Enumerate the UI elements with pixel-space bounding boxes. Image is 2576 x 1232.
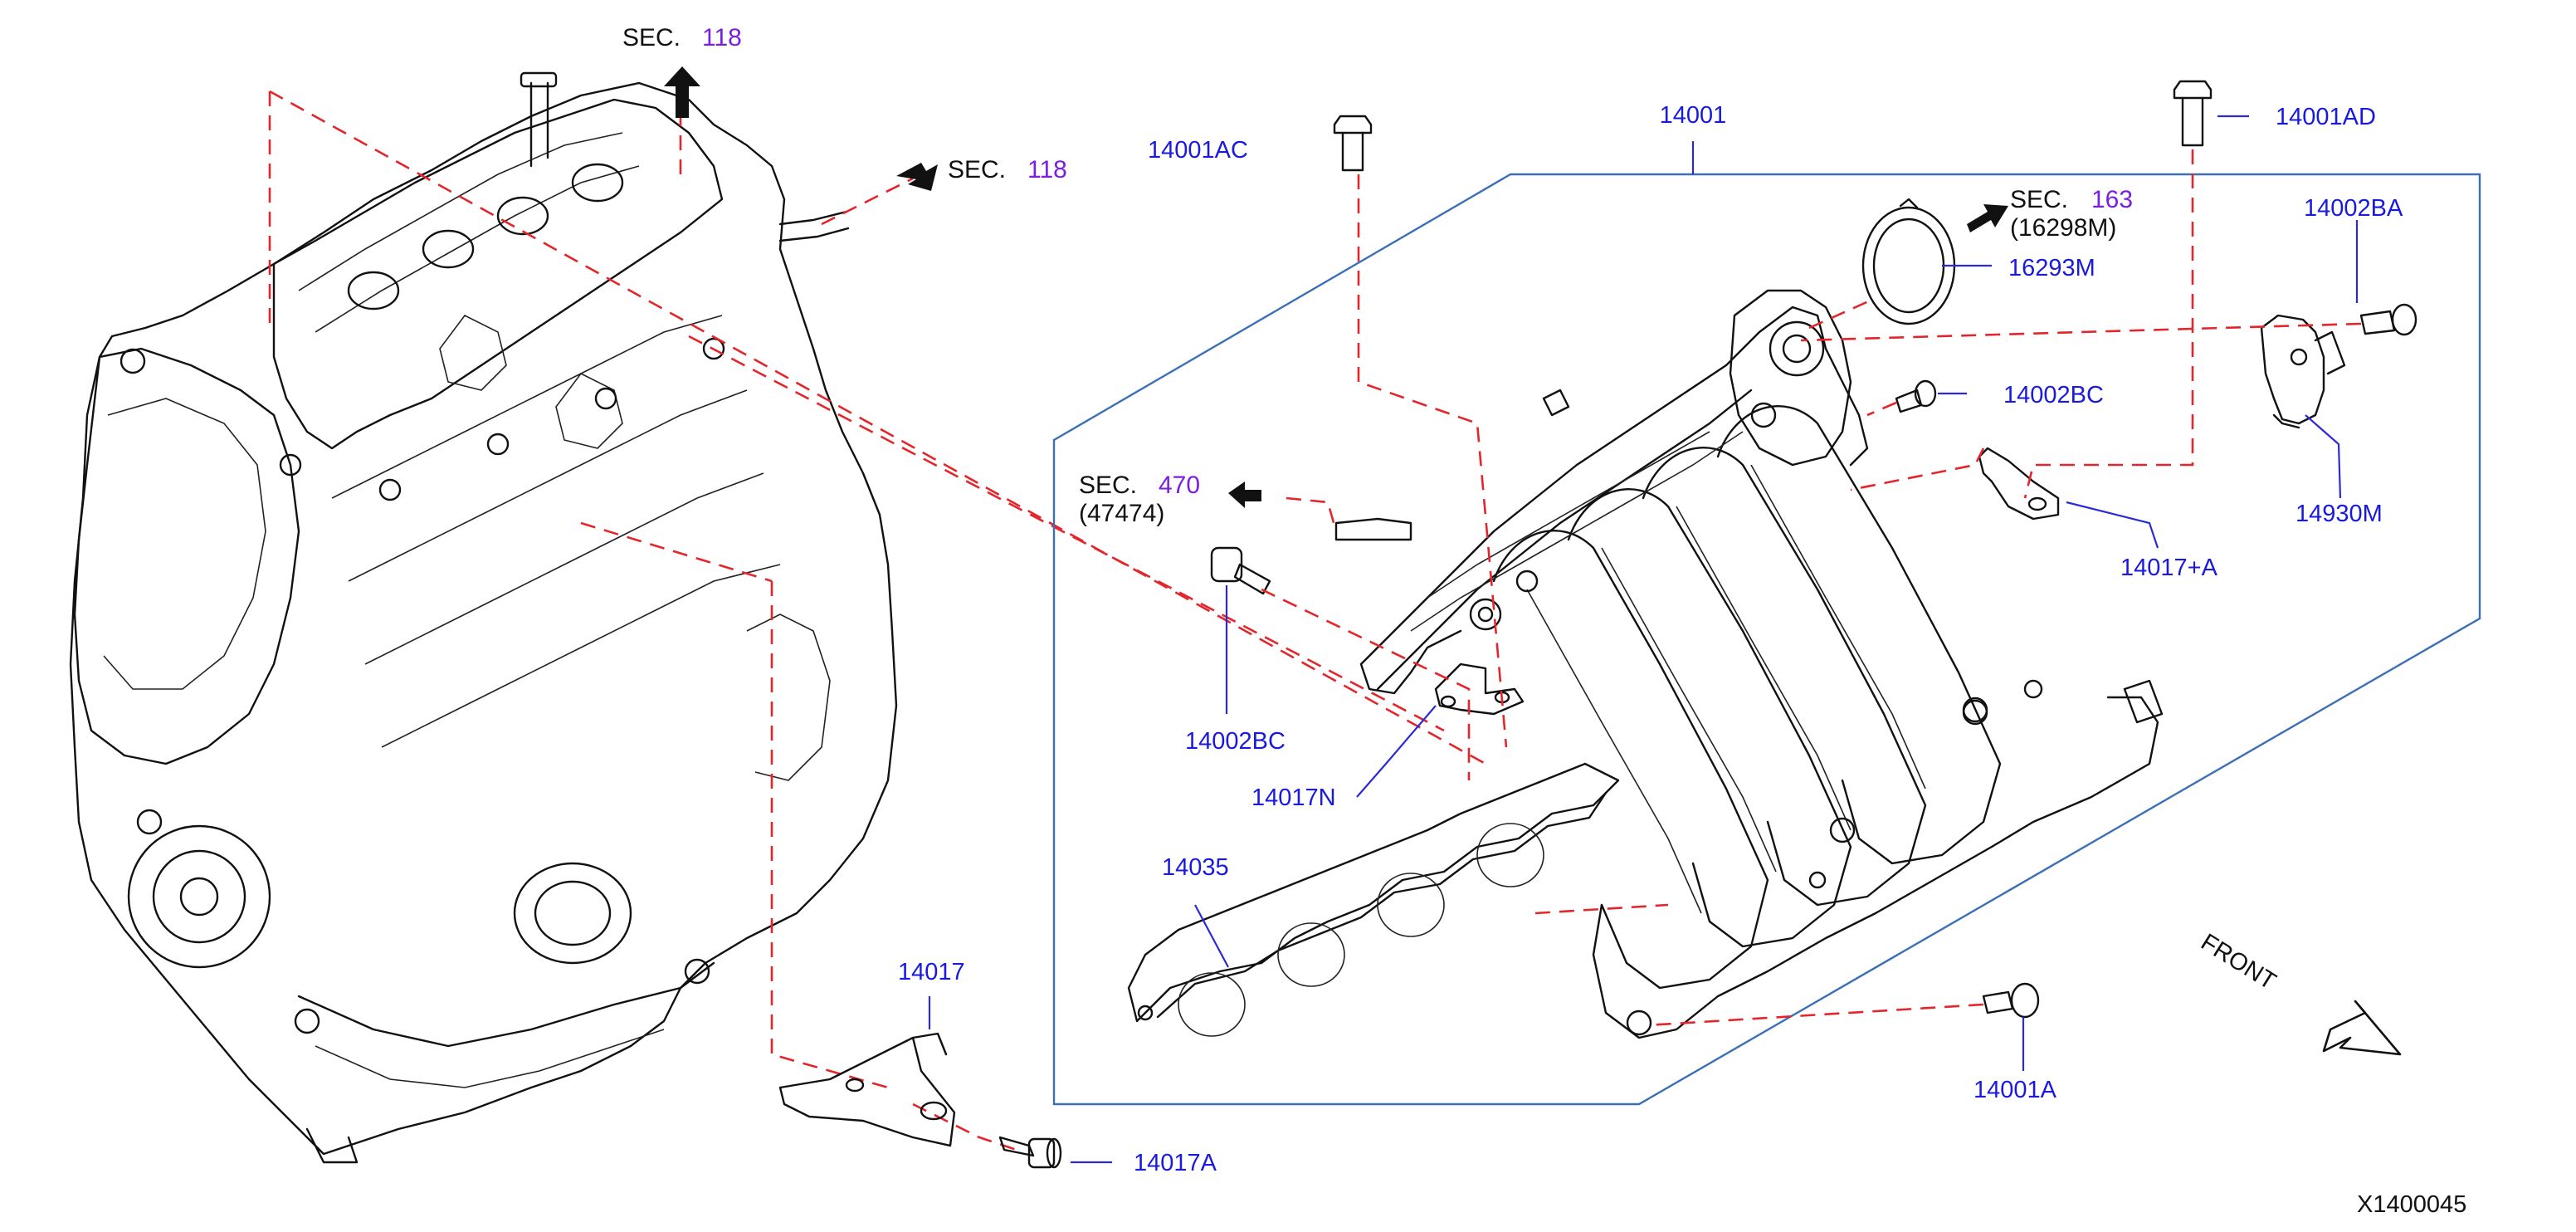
sec-prefix: SEC. [622,24,681,51]
bracket-14017N-illustration [1434,662,1525,716]
sec-reference-163[interactable]: SEC. 163 (16298M) [2010,186,2133,242]
engine-leader-lines [268,87,1486,1151]
bolt-14001AD-illustration [2173,80,2213,147]
label-14002BC-upper[interactable]: 14002BC [2003,382,2104,408]
label-14001AD[interactable]: 14001AD [2276,104,2376,130]
sec-prefix: SEC. [948,156,1006,183]
sec-reference-470[interactable]: SEC. 470 (47474) [1079,472,1200,527]
sec-number: 163 [2091,186,2133,213]
bolt-14001A-illustration [1982,982,2040,1019]
diagram-code: X1400045 [2357,1191,2466,1218]
assembly-frame [1052,173,2481,1106]
intake-manifold-illustration [1334,289,2164,1039]
label-14017A[interactable]: 14017A [1134,1150,1217,1176]
arrow-up-icon[interactable] [664,66,700,118]
arrow-right-icon[interactable] [896,163,938,191]
label-16293M[interactable]: 16293M [2008,255,2095,281]
engine-assembly-illustration [69,71,898,1164]
label-14017[interactable]: 14017 [898,959,965,985]
bolt-14001AC-illustration [1333,115,1373,172]
bracket-14017plusA-illustration [1978,447,2060,521]
sec-reference-118-right[interactable]: SEC. 118 [948,156,1067,183]
arrow-up-right-icon[interactable] [1967,204,2008,232]
bolt-14002BC-upper-illustration [1895,379,1937,413]
bolt-14002BC-lower-illustration [1210,546,1271,595]
gasket-14035-illustration [1127,762,1620,1037]
label-14035[interactable]: 14035 [1162,854,1229,881]
label-14001AC[interactable]: 14001AC [1148,137,1248,164]
bolt-14002BA-illustration [2359,303,2417,336]
label-14001A[interactable]: 14001A [1973,1077,2057,1103]
sec-number: 470 [1159,472,1200,499]
sensor-14930M-illustration [2260,314,2346,429]
label-14002BC-lower[interactable]: 14002BC [1185,728,1286,755]
arrow-left-icon[interactable] [1228,482,1261,508]
label-leader-lines [928,115,2359,1164]
bolt-14017A-illustration [998,1136,1062,1169]
label-14017N[interactable]: 14017N [1251,785,1336,811]
label-14930M[interactable]: 14930M [2295,501,2383,527]
sec-subpart: (16298M) [2010,214,2116,242]
sec-prefix: SEC. [2010,186,2068,213]
sec-subpart: (47474) [1079,500,1164,527]
bracket-14017-illustration [778,1032,956,1147]
front-label: FRONT [2196,929,2281,995]
gasket-16293M-illustration [1861,198,1956,325]
sec-number: 118 [702,24,742,51]
manifold-leader-lines [1261,149,2362,1027]
sec-prefix: SEC. [1079,472,1137,499]
label-14001[interactable]: 14001 [1660,102,1727,129]
front-direction-arrow-icon [2322,1000,2402,1056]
label-14017-plus-A[interactable]: 14017+A [2120,555,2218,581]
sec-reference-118-top[interactable]: SEC. 118 [622,24,742,51]
label-14002BA[interactable]: 14002BA [2304,195,2403,222]
sec-number: 118 [1027,156,1067,183]
